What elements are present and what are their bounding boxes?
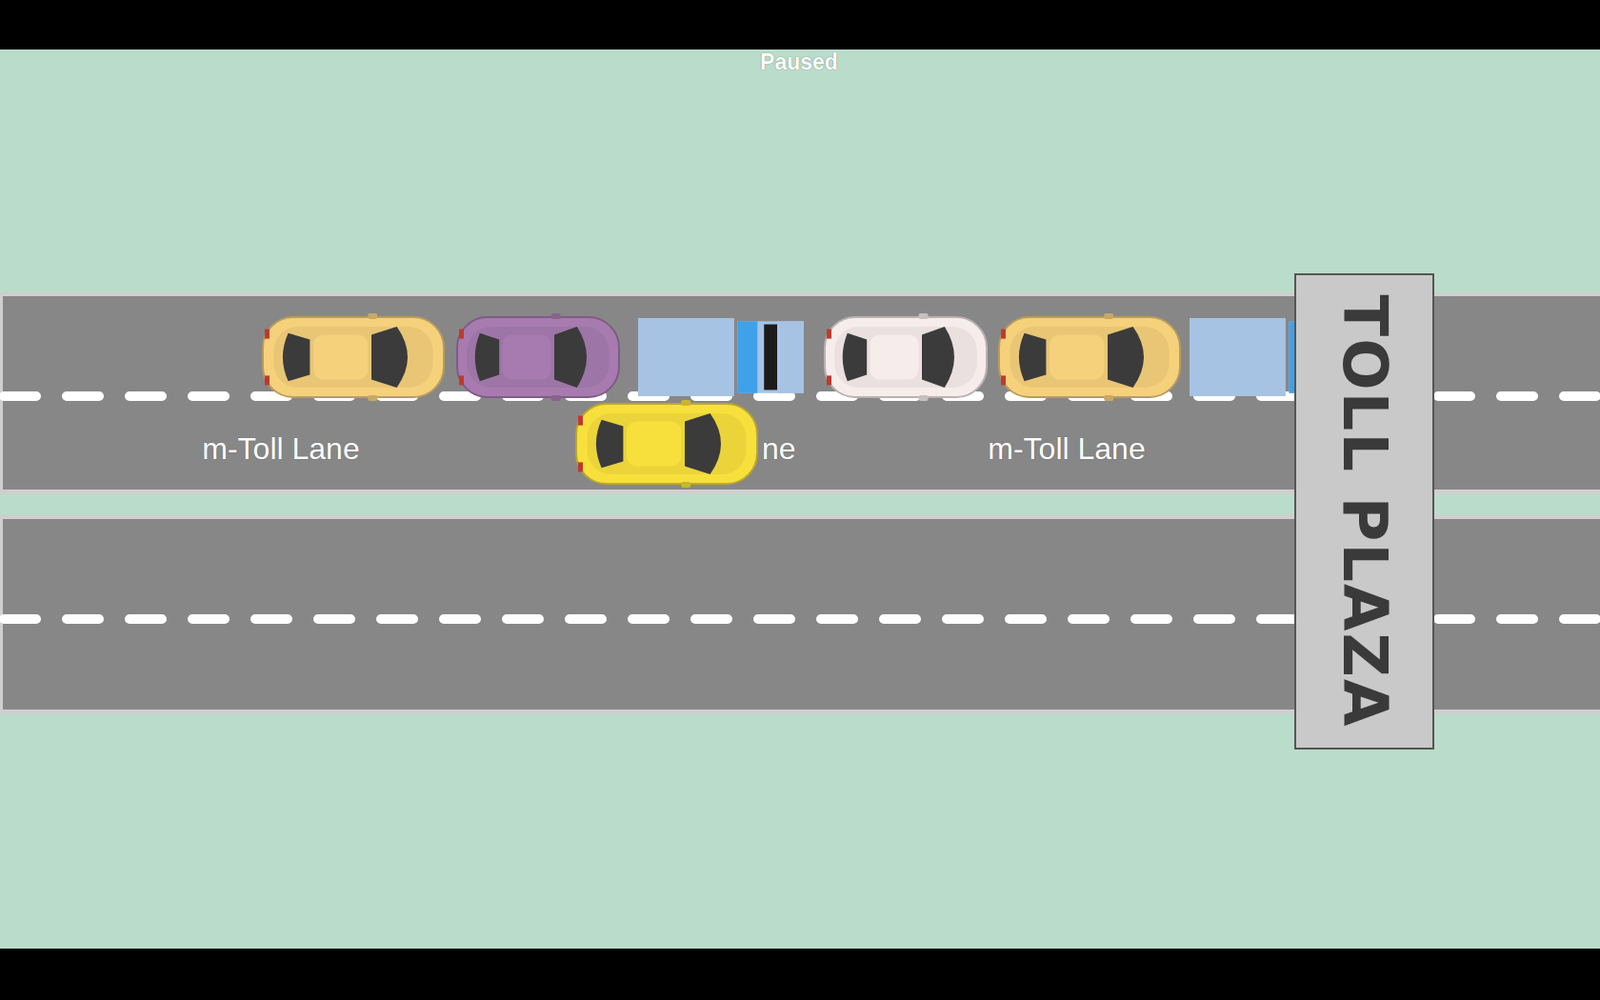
lane-label: ne xyxy=(761,431,797,467)
lane-dash xyxy=(1438,614,1600,624)
toll-plaza-box: TOLL PLAZA xyxy=(1294,273,1435,750)
truck xyxy=(1189,318,1295,397)
car xyxy=(999,313,1180,401)
car xyxy=(457,313,620,401)
lane-label: m-Toll Lane xyxy=(987,431,1145,467)
car xyxy=(262,313,444,401)
plaza-title: TOLL PLAZA xyxy=(1334,294,1396,728)
video-bar xyxy=(0,0,1600,50)
lane-label: m-Toll Lane xyxy=(201,431,360,467)
lane-dash xyxy=(1438,391,1600,401)
lane-dash xyxy=(3,614,1295,624)
video-bar xyxy=(0,948,1600,1000)
car xyxy=(576,400,758,488)
truck xyxy=(638,318,804,397)
video-status: Paused xyxy=(760,49,839,76)
car xyxy=(824,313,987,401)
